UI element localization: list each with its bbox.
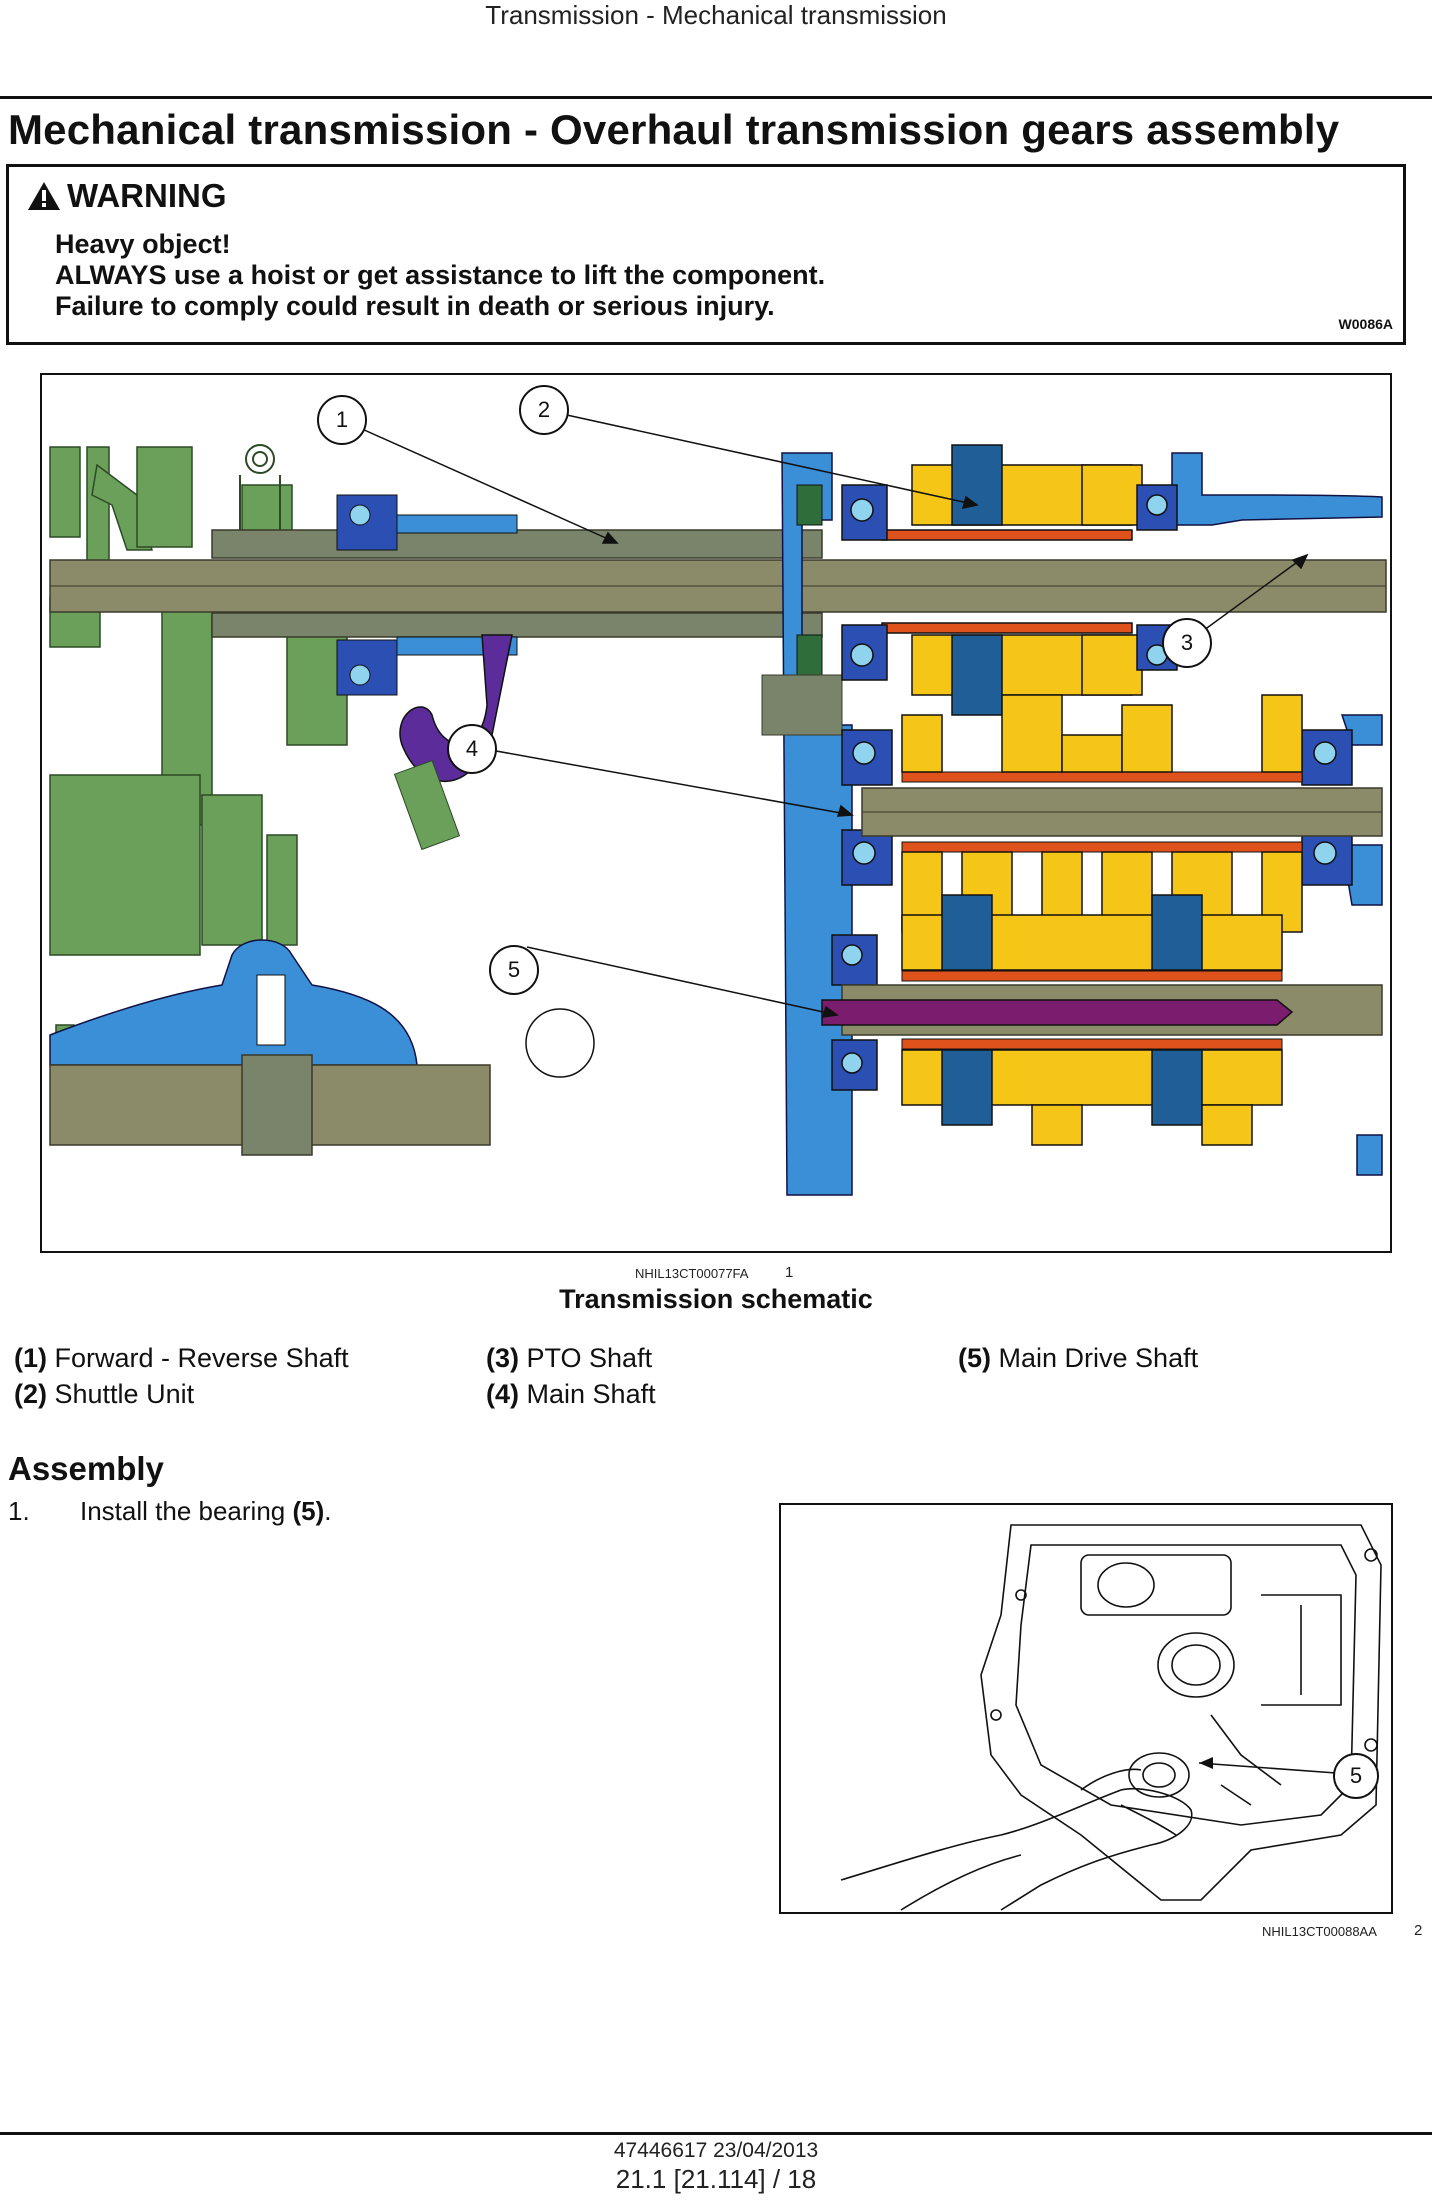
header-rule [0,96,1432,99]
legend-item: (5) Main Drive Shaft [958,1343,1199,1373]
legend-column-1: (1) Forward - Reverse Shaft (2) Shuttle … [14,1340,349,1412]
figure-code: NHIL13CT00088AA [1262,1924,1377,1939]
page-title: Mechanical transmission - Overhaul trans… [8,106,1340,153]
step-ref: (5) [292,1496,325,1526]
legend-item: (4) Main Shaft [486,1379,656,1409]
left-fittings [239,444,281,535]
callout-5: 5 [1333,1753,1379,1799]
warning-line: Failure to comply could result in death … [55,291,775,321]
drive-shaft-gears [901,894,1283,1146]
callout-5: 5 [489,945,539,995]
svg-text:3: 3 [1181,630,1193,655]
right-bearings [831,484,1353,1091]
step-end: . [324,1496,332,1526]
shuttle-unit-gears [881,444,1143,716]
svg-text:2: 2 [538,397,550,422]
reference-circle [525,1008,595,1078]
warning-code: W0086A [1338,316,1393,332]
running-header: Transmission - Mechanical transmission [485,0,947,30]
legend-item: (2) Shuttle Unit [14,1379,195,1409]
callout-3: 3 [1162,618,1212,668]
warning-triangle-icon [28,182,60,210]
footer-rule [0,2132,1432,2135]
bearing-install-figure: 5 [779,1503,1393,1914]
leader-lines [341,409,1309,1018]
legend-column-3: (5) Main Drive Shaft [958,1340,1198,1376]
legend-item: (3) PTO Shaft [486,1343,653,1373]
footer-page-ref: 21.1 [21.114] / 18 [615,2164,817,2194]
svg-text:5: 5 [508,957,520,982]
figure-caption: Transmission schematic [559,1284,873,1314]
callout-2: 2 [519,385,569,435]
install-callout-layer: 5 [1198,1753,1379,1799]
callout-4: 4 [447,724,497,774]
forward-reverse-shaft [211,529,823,559]
install-drawing [840,1524,1382,1911]
callout-1: 1 [317,395,367,445]
figure-number: 2 [1414,1922,1423,1939]
section-heading: Assembly [8,1450,164,1487]
figure-number: 1 [785,1264,794,1281]
schematic-drawing: 1 2 3 4 5 [49,385,1387,1196]
footer-doc-ref: 47446617 23/04/2013 [613,2139,819,2162]
legend-item: (1) Forward - Reverse Shaft [14,1343,349,1373]
step-text: Install the bearing [80,1496,293,1526]
figure-code: NHIL13CT00077FA [635,1266,749,1281]
svg-text:4: 4 [466,736,478,761]
warning-heading: WARNING [27,177,227,215]
warning-text: Heavy object! ALWAYS use a hoist or get … [55,229,825,322]
warning-box: WARNING Heavy object! ALWAYS use a hoist… [6,164,1406,345]
assembly-step: 1. Install the bearing (5). [8,1496,331,1527]
warning-label: WARNING [67,177,227,214]
transmission-schematic-figure: 1 2 3 4 5 [40,373,1392,1253]
legend-column-2: (3) PTO Shaft (4) Main Shaft [486,1340,656,1412]
left-bearings [336,494,518,696]
warning-line: Heavy object! [55,229,231,259]
svg-text:5: 5 [1350,1763,1362,1788]
step-number: 1. [8,1496,30,1526]
svg-text:1: 1 [336,407,348,432]
warning-line: ALWAYS use a hoist or get assistance to … [55,260,826,290]
